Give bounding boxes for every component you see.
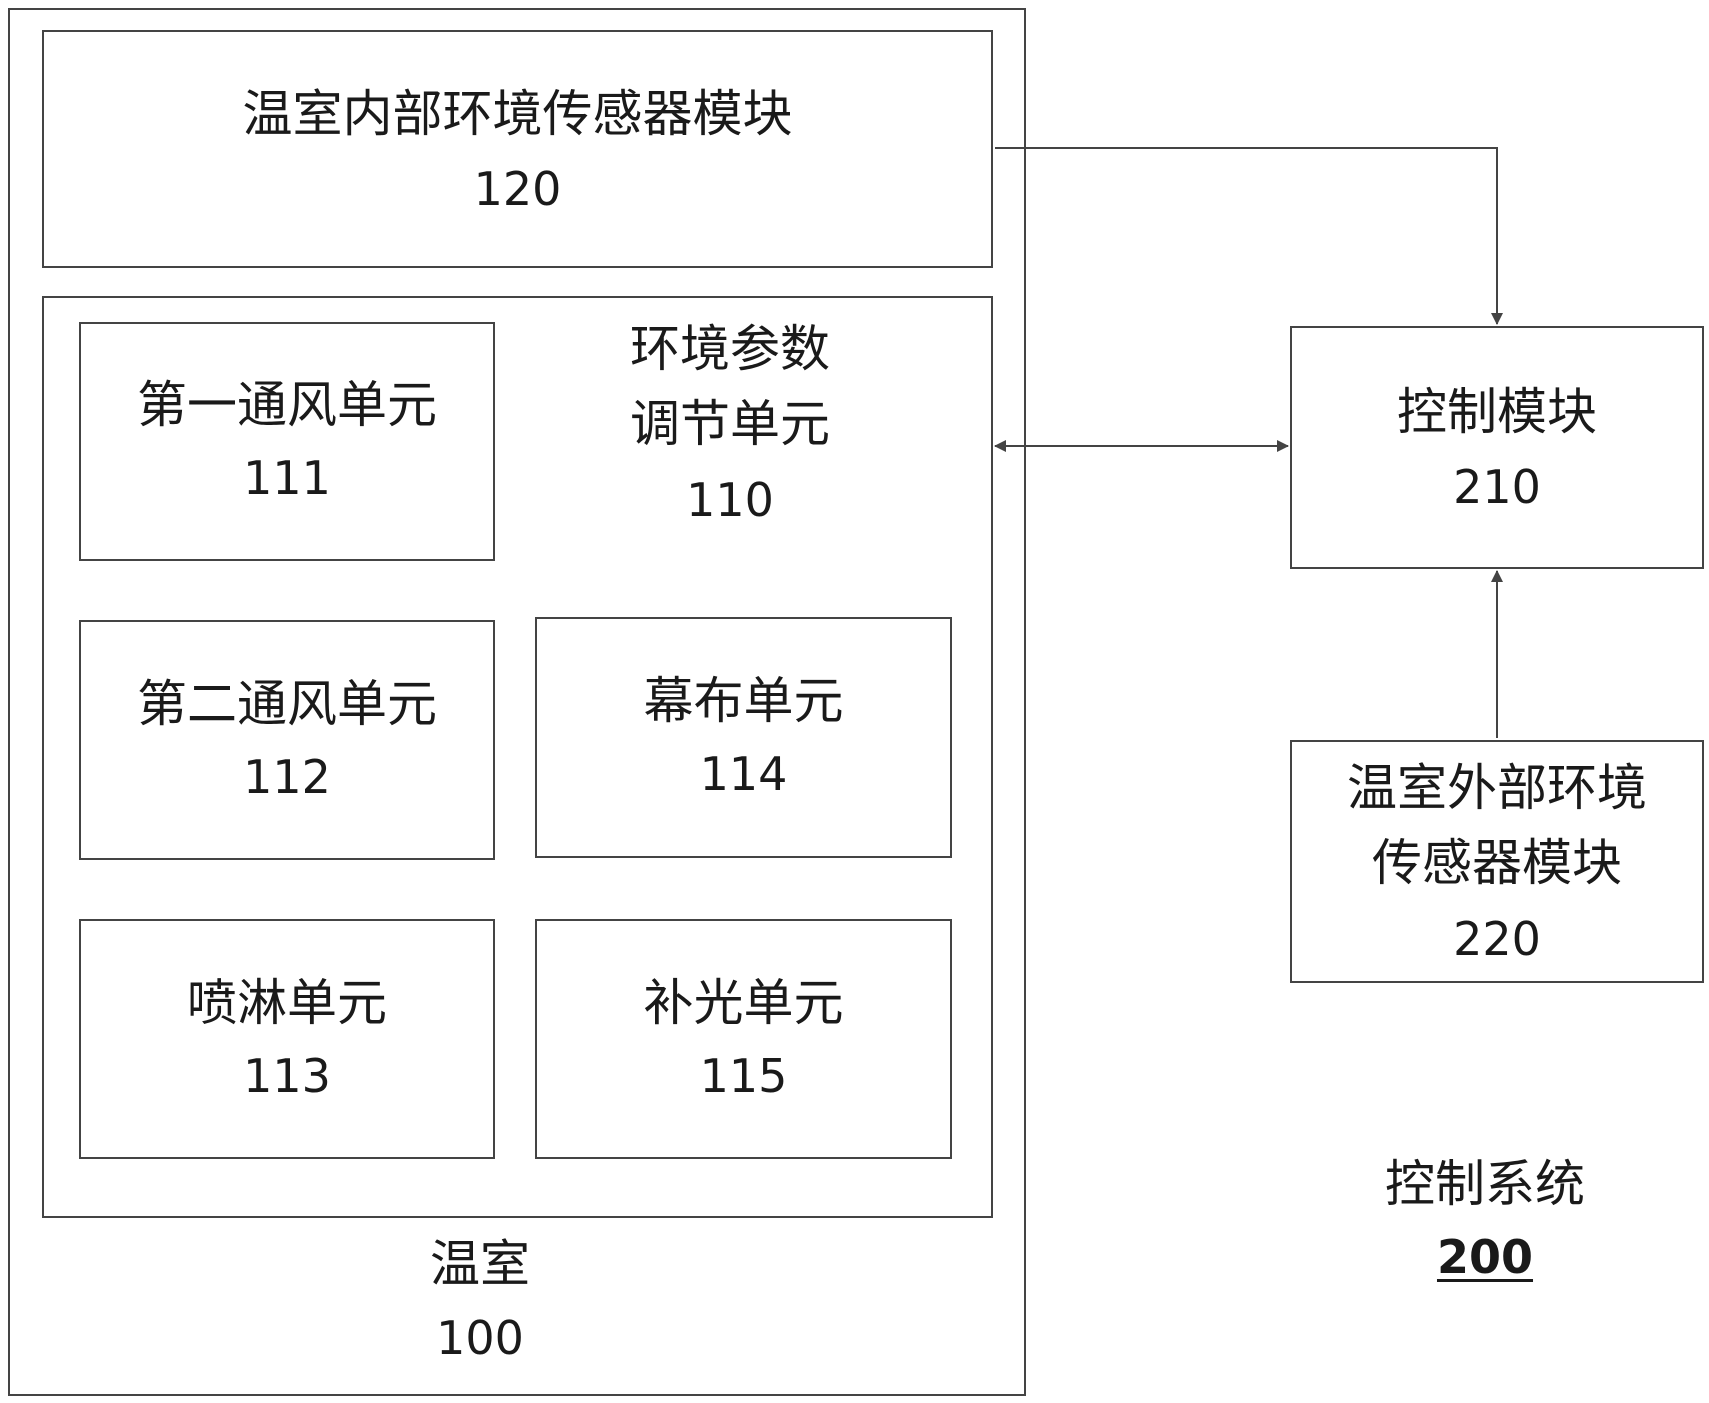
arrow-internal-sensor-to-control — [995, 148, 1497, 324]
